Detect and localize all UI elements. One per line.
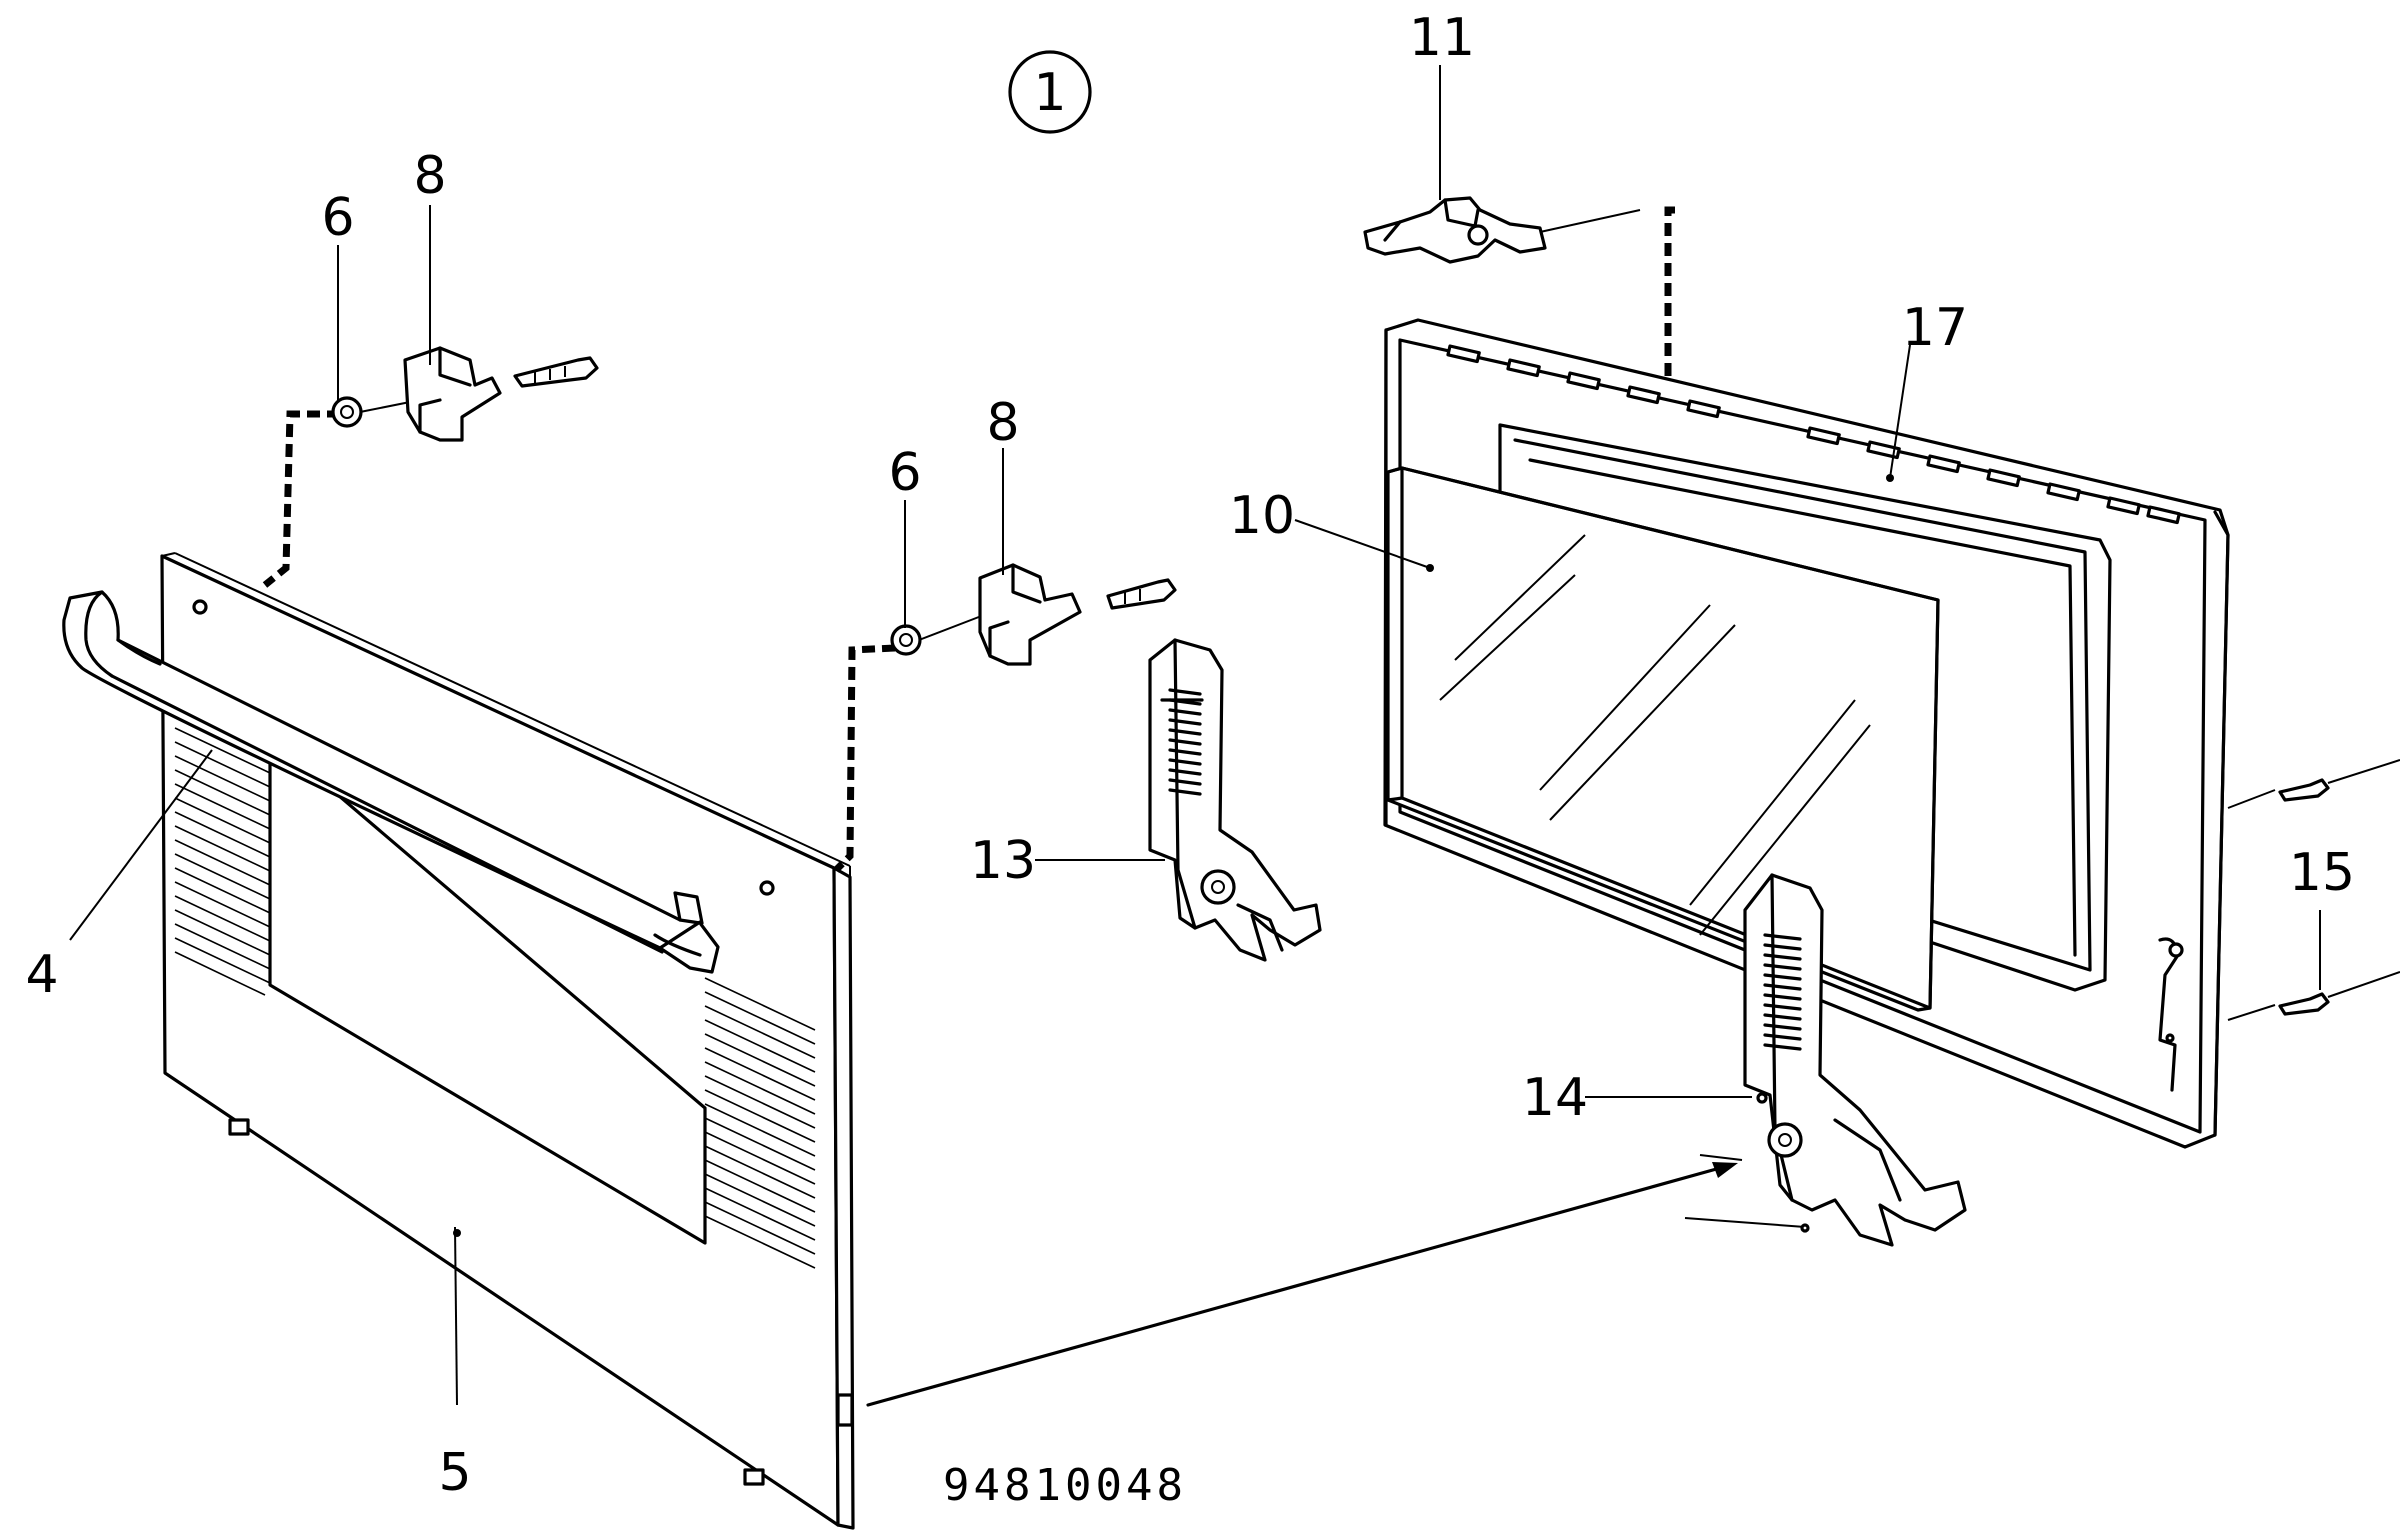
view-number: 1 — [1033, 63, 1066, 123]
callout-leaders — [69, 65, 1911, 1406]
callout-15: 15 — [2289, 843, 2355, 903]
callout-8-left: 8 — [413, 146, 446, 206]
glass-panel — [1386, 466, 1940, 1012]
frame-top-slots — [1446, 344, 2181, 525]
hinge-13 — [1148, 638, 1322, 962]
callout-17: 17 — [1902, 298, 1968, 358]
callout-10: 10 — [1229, 486, 1295, 546]
callout-6-right: 6 — [888, 443, 921, 503]
screws-15 — [2227, 759, 2400, 1021]
catalog-number: 94810048 — [943, 1460, 1187, 1511]
callout-5: 5 — [438, 1443, 471, 1503]
right-vent-grille — [704, 977, 816, 1269]
hinge-14 — [1743, 873, 1967, 1247]
hinge-14-spring — [1763, 933, 1802, 1051]
callout-14: 14 — [1522, 1068, 1588, 1128]
upper-bracket-assembly-left — [331, 346, 599, 442]
hinge-13-spring — [1168, 688, 1202, 796]
assembly-arrow — [866, 1154, 1743, 1407]
door-latch — [1363, 196, 1547, 264]
view-number-badge: 1 — [1008, 50, 1092, 134]
upper-bracket-assembly-right — [890, 563, 1177, 666]
callout-11: 11 — [1409, 8, 1475, 68]
outer-door-panel — [160, 552, 855, 1530]
callout-8-right: 8 — [986, 393, 1019, 453]
callout-6-left: 6 — [321, 188, 354, 248]
callout-4: 4 — [25, 945, 58, 1005]
door-handle — [62, 590, 720, 974]
callout-13: 13 — [970, 831, 1036, 891]
